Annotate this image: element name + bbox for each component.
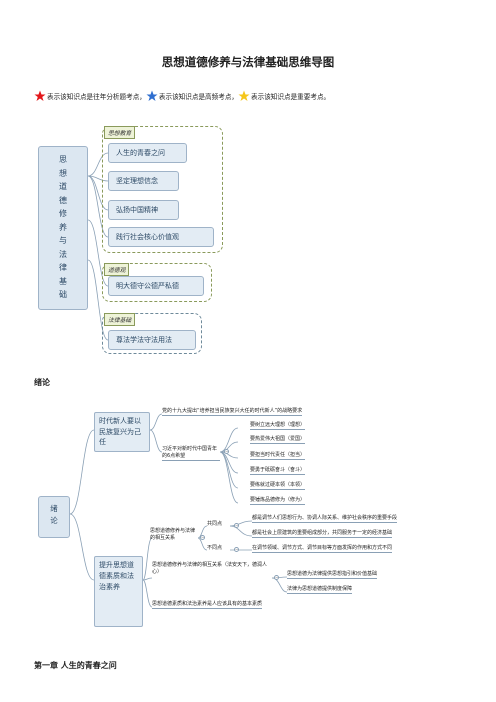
collapse-toggle-relation[interactable]: − [200, 535, 205, 540]
node-six-hopes: 习近平对新时代中国青年的6点希望 [162, 446, 220, 461]
blue-star-icon [146, 90, 158, 101]
leaf-hope-5: 要练就过硬本领（本领） [250, 482, 306, 490]
map2-root: 绪论 [38, 496, 70, 538]
branch-moral-legal-quality: 提升思想道德素质和法治素养 [94, 556, 143, 627]
group-morality-frame [102, 263, 212, 302]
collapse-toggle-diff[interactable]: − [234, 547, 239, 552]
tag-morality: 道德观 [104, 263, 130, 276]
node-relation: 思想道德修养与法律的相互关系 [150, 528, 196, 541]
legend-red-text: 表示该知识点是往年分析题考点， [47, 93, 146, 101]
leaf-law-2: 法律为思想道德提供制度保障 [287, 586, 353, 594]
tag-ideology: 思想教育 [104, 126, 136, 139]
node-youth-question: 人生的青春之问 [108, 143, 187, 163]
red-star-icon [34, 90, 46, 101]
map1-root-label: 思想道德修养与法律基础 [59, 155, 67, 299]
leaf-hope-3: 要担当时代责任（担当） [250, 452, 306, 460]
node-firm-ideals: 坚定理想信念 [108, 171, 179, 191]
leaf-common-2: 都是社会上层建筑的重要组成部分，共同服务于一定的经济基础 [252, 530, 393, 538]
group-law-frame [102, 313, 202, 354]
tag-law: 法律基础 [104, 313, 136, 326]
legend-yellow-text: 表示该知识点是重要考点。 [251, 93, 331, 101]
node-morality: 明大德守公德严私德 [108, 276, 204, 296]
map1-root: 思想道德修养与法律基础 [38, 146, 88, 310]
leaf-common-1: 都是调节人们思想行为、协调人际关系、维护社会秩序的重要手段 [252, 515, 398, 523]
node-core-values: 践行社会核心价值观 [108, 227, 214, 247]
leaf-hope-6: 要锤炼品德修为（修为） [250, 497, 306, 505]
group-ideology-frame [102, 126, 223, 253]
node-law-relation: 思想道德修养与法律的相互关系（法安天下，德润人心） [152, 562, 268, 575]
branch-new-era-youth: 时代新人要以民族复兴为己任 [94, 412, 150, 452]
legend-blue-text: 表示该知识点是高频考点， [158, 93, 239, 101]
leaf-hope-2: 要热爱伟大祖国（爱国） [250, 436, 306, 444]
leaf-hope-1: 要树立远大理想（理想） [250, 422, 306, 430]
node-common-points: 共同点 [207, 521, 223, 527]
node-rule-of-law: 尊法学法守法用法 [108, 330, 196, 350]
leaf-hope-4: 要勇于砥砺奋斗（奋斗） [250, 467, 306, 475]
map2-root-label: 绪论 [50, 504, 58, 525]
collapse-toggle-common[interactable]: − [234, 523, 239, 528]
node-basic-quality: 思想道德素质和法治素养是人应该具有的基本素质 [152, 601, 263, 609]
node-diff-points: 不同点 [207, 545, 223, 551]
yellow-star-icon [238, 90, 250, 101]
node-19th-congress: 党的十九大提出“培养担当民族复兴大任的时代新人”的战略要求 [162, 408, 303, 416]
legend: 表示该知识点是往年分析题考点， 表示该知识点是高频考点， 表示该知识点是重要考点… [34, 90, 330, 102]
chapter-1-heading: 第一章 人生的青春之问 [34, 661, 117, 670]
collapse-toggle-six-hopes[interactable]: − [224, 449, 229, 454]
collapse-toggle-law-relation[interactable]: − [274, 575, 279, 580]
section-intro-heading: 绪论 [34, 378, 50, 387]
leaf-law-1: 思想道德为法律提供思想指引和价值基础 [287, 571, 378, 579]
leaf-diff: 在调节领域、调节方式、调节目标等方面发挥的作用和方式不同 [252, 545, 393, 553]
document-title: 思想道德修养与法律基础思维导图 [161, 55, 335, 69]
node-chinese-spirit: 弘扬中国精神 [108, 200, 179, 220]
